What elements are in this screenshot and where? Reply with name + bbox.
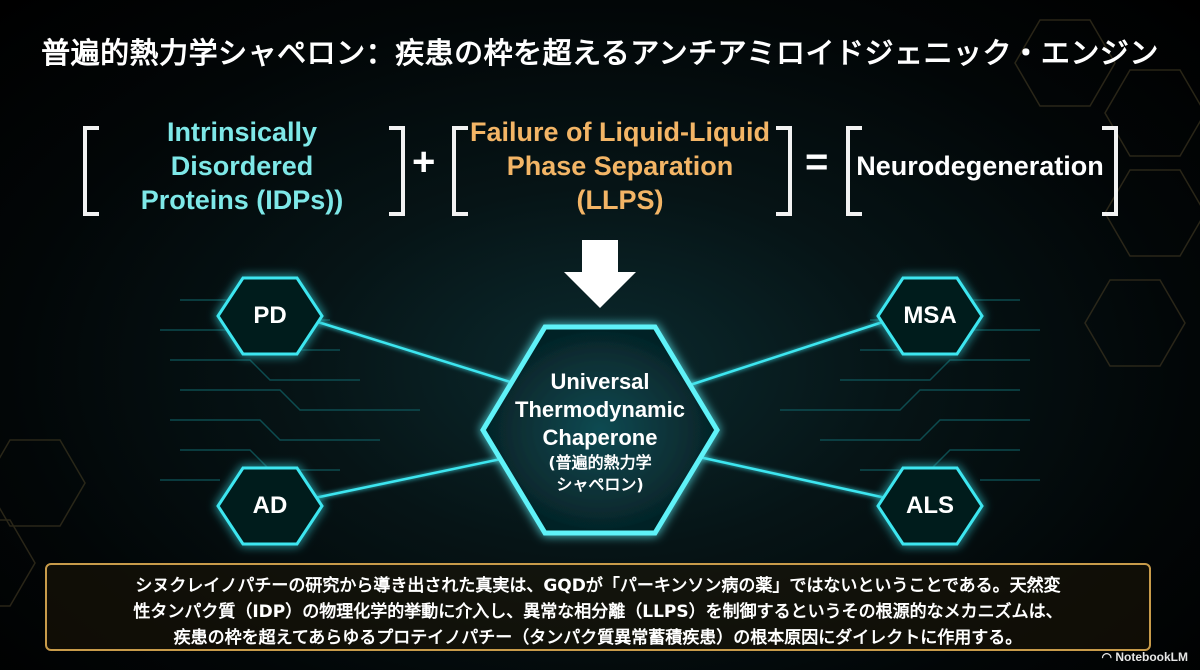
- equals-sign: =: [805, 140, 829, 184]
- center-jp-line2: シャペロン): [556, 475, 644, 494]
- center-jp-line1: (普遍的熱力学: [548, 453, 652, 472]
- bracket-right-1: [389, 126, 405, 216]
- hex-ad: [216, 466, 324, 546]
- term-llps-line1: Failure of Liquid-Liquid: [470, 117, 770, 148]
- center-line2: Thermodynamic: [515, 397, 685, 422]
- disease-label-msa: MSA: [903, 302, 957, 329]
- bracket-left-2: [452, 126, 468, 216]
- hex-pd: [216, 276, 324, 356]
- background-hex-pattern: [0, 19, 1200, 607]
- notebooklm-logo: ◠ NotebookLM: [1102, 650, 1188, 664]
- term-idp-line1: Intrinsically Disordered: [166, 117, 318, 182]
- term-llps-line2: Phase Separation (LLPS): [506, 151, 734, 215]
- bracket-left-1: [83, 126, 99, 216]
- disease-label-pd: PD: [253, 302, 287, 329]
- connector-lines: [304, 316, 896, 502]
- center-chaperone-label: Universal Thermodynamic Chaperone (普遍的熱力…: [490, 368, 710, 496]
- brand-text: NotebookLM: [1115, 650, 1188, 664]
- center-line1: Universal: [550, 369, 650, 394]
- disease-label-als: ALS: [906, 492, 954, 519]
- term-idp-line2: Proteins (IDPs)): [140, 184, 344, 215]
- disease-label-ad: AD: [252, 492, 288, 519]
- page-title: 普遍的熱力学シャペロン：疾患の枠を超えるアンチアミロイドジェニック・エンジン: [41, 36, 1159, 70]
- down-arrow-icon: [564, 240, 636, 308]
- summary-line3: 疾患の枠を超えてあらゆるプロテイノパチー（タンパク質異常蓄積疾患）の根本原因にダ…: [173, 628, 1023, 648]
- term-neurodegeneration: Neurodegeneration: [856, 151, 1104, 182]
- bracket-right-3: [1102, 126, 1118, 216]
- summary-box: シヌクレイノパチーの研究から導き出された真実は、GQDが「パーキンソン病の薬」で…: [45, 563, 1151, 651]
- bracket-left-3: [846, 126, 862, 216]
- notebooklm-icon: ◠: [1101, 650, 1116, 664]
- hex-als: [876, 466, 984, 546]
- plus-sign: +: [412, 140, 436, 184]
- hex-msa: [876, 276, 984, 356]
- hex-center: [480, 324, 720, 536]
- summary-line2: 性タンパク質（IDP）の物理化学的挙動に介入し、異常な相分離（LLPS）を制御す…: [133, 602, 1063, 622]
- summary-line1: シヌクレイノパチーの研究から導き出された真実は、GQDが「パーキンソン病の薬」で…: [135, 576, 1061, 596]
- bracket-right-2: [776, 126, 792, 216]
- center-line3: Chaperone: [542, 425, 658, 450]
